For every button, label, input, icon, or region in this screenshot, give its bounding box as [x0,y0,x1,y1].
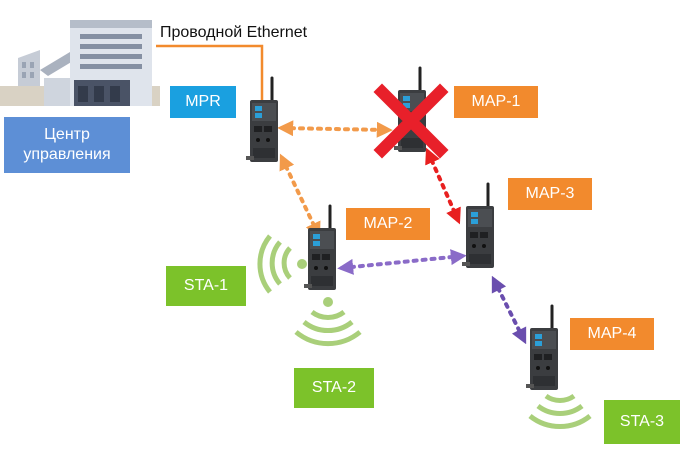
mesh-links [277,120,527,345]
control-center-line2: управления [23,146,111,163]
sta-2-link-dot [323,297,333,307]
link-mpr-map1 [277,120,393,138]
cross-mark-icon [373,83,449,159]
link-map1-map3 [425,147,461,225]
link-mpr-map2 [279,153,321,239]
link-map2-map3 [337,249,467,275]
node-label-sta2: STA-2 [294,368,374,408]
factory-building-icon [0,20,160,106]
node-label-mpr: MPR [170,86,236,118]
node-label-map2: MAP-2 [346,208,430,240]
ethernet-cable [156,44,264,108]
wifi-waves-icon [257,234,592,430]
control-center-label: Центр управления [4,117,130,173]
device-map4-icon [524,304,560,392]
device-map3-icon [460,182,496,270]
ethernet-label: Проводной Ethernet [160,24,308,41]
link-map3-map4 [491,275,527,345]
sta-1-link-dot [297,259,307,269]
node-label-map1: MAP-1 [454,86,538,118]
node-label-sta3: STA-3 [604,400,680,444]
node-label-sta1: STA-1 [166,266,246,306]
node-label-map3: MAP-3 [508,178,592,210]
node-label-map4: MAP-4 [570,318,654,350]
control-center-line1: Центр [44,126,90,143]
